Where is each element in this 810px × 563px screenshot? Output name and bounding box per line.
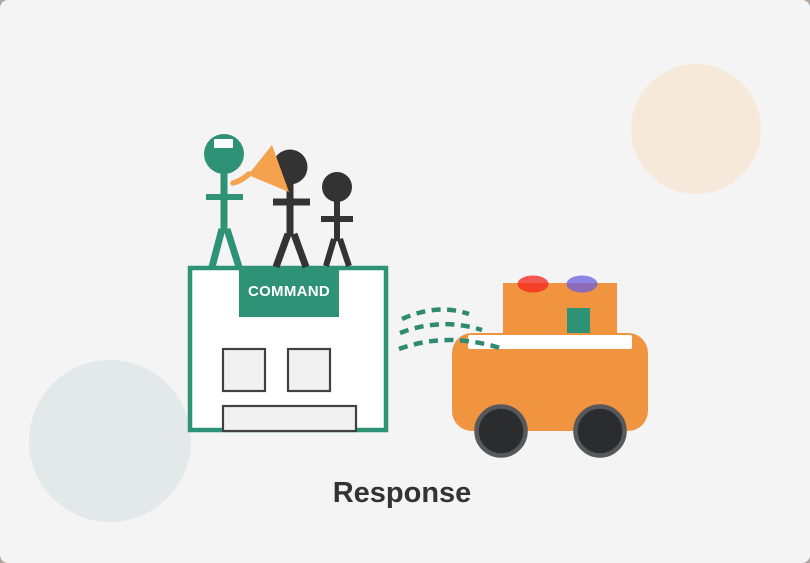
building-window-right bbox=[286, 347, 332, 393]
figure-leg-left bbox=[272, 232, 292, 269]
leader-cap bbox=[214, 139, 233, 148]
rover-cab bbox=[503, 283, 617, 335]
megaphone-cone bbox=[248, 145, 289, 192]
rover-cab-window bbox=[567, 308, 590, 334]
figure-leg-right bbox=[290, 232, 310, 269]
decorative-circle-peach bbox=[631, 64, 761, 194]
building-door-strip bbox=[221, 404, 358, 433]
megaphone-icon bbox=[230, 145, 289, 192]
figure-leg-right bbox=[337, 238, 352, 267]
command-building bbox=[187, 265, 389, 433]
leader-leg-left bbox=[208, 228, 226, 268]
leader-leg-right bbox=[223, 227, 243, 269]
stick-figure-leader bbox=[204, 134, 244, 269]
signal-dashes bbox=[398, 307, 504, 352]
signal-dash-middle bbox=[399, 321, 483, 336]
response-caption: Response bbox=[332, 477, 472, 509]
rover-windshield-strip bbox=[468, 335, 632, 349]
building-window-left bbox=[221, 347, 267, 393]
rover-wheel-right bbox=[573, 404, 627, 458]
command-banner-label: COMMAND bbox=[247, 283, 331, 300]
signal-dash-top bbox=[401, 307, 470, 322]
building-banner bbox=[239, 266, 339, 317]
rover-wheel-left bbox=[474, 404, 528, 458]
figure-head bbox=[322, 172, 352, 202]
figure-leg-left bbox=[323, 238, 337, 267]
signal-dash-bottom bbox=[398, 337, 504, 352]
rover-lamp-red bbox=[517, 275, 549, 293]
stick-figure-right bbox=[321, 172, 353, 267]
decorative-circle-mist bbox=[29, 360, 191, 522]
rover bbox=[452, 275, 648, 458]
megaphone-handle bbox=[230, 171, 252, 186]
rover-lamp-purple bbox=[566, 275, 598, 293]
